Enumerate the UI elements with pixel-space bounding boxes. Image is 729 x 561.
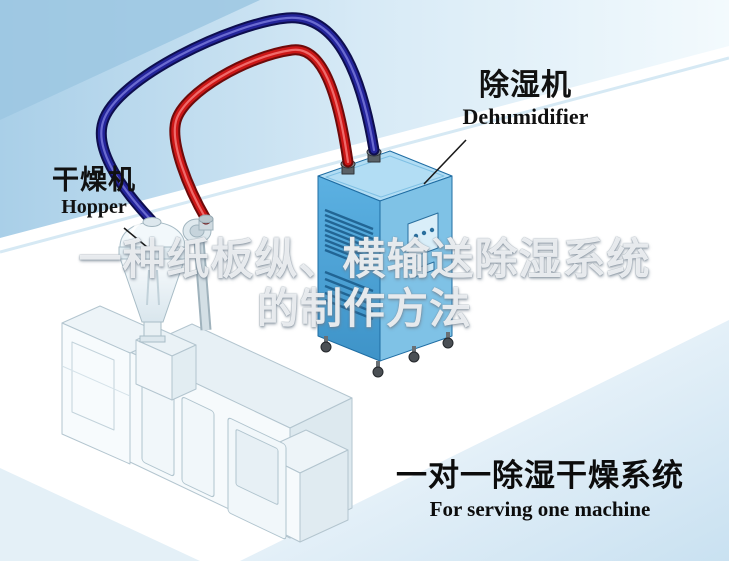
hopper-label-en: Hopper (61, 196, 127, 219)
return-hose-blue (95, 12, 380, 227)
dehumidifier-pointer-line (423, 139, 467, 185)
system-caption-cn: 一对一除湿干燥系统 (396, 458, 684, 493)
control-panel (407, 212, 439, 260)
vent-grille-upper (324, 208, 374, 271)
dehumidifier-unit (317, 147, 454, 378)
system-caption-en: For serving one machine (429, 497, 651, 521)
system-caption: 一对一除湿干燥系统 For serving one machine (382, 450, 698, 522)
vent-grille-lower (324, 270, 374, 321)
hopper-cone (119, 257, 186, 323)
hopper-pipe-assembly (182, 218, 214, 331)
dehumidifier-label-en: Dehumidifier (462, 103, 589, 129)
caster-wheels (320, 332, 454, 378)
dehumidifier-label: 除湿机 Dehumidifier (438, 70, 613, 129)
dehumidifier-label-cn: 除湿机 (479, 69, 572, 102)
hopper-pointer-line (123, 227, 148, 248)
dome-inlet-fitting (142, 217, 162, 227)
hopper-label: 干燥机 Hopper (44, 165, 144, 219)
supply-hose-red (169, 44, 354, 225)
blower-inlet-fitting (198, 214, 214, 224)
pointer-lines (123, 139, 467, 248)
hose-fittings (142, 214, 214, 227)
hopper-label-cn: 干燥机 (52, 165, 136, 195)
hopper-band (118, 246, 187, 260)
hopper-neck (143, 321, 162, 338)
extruder-machine (61, 305, 353, 543)
hopper-dryer (118, 215, 187, 343)
